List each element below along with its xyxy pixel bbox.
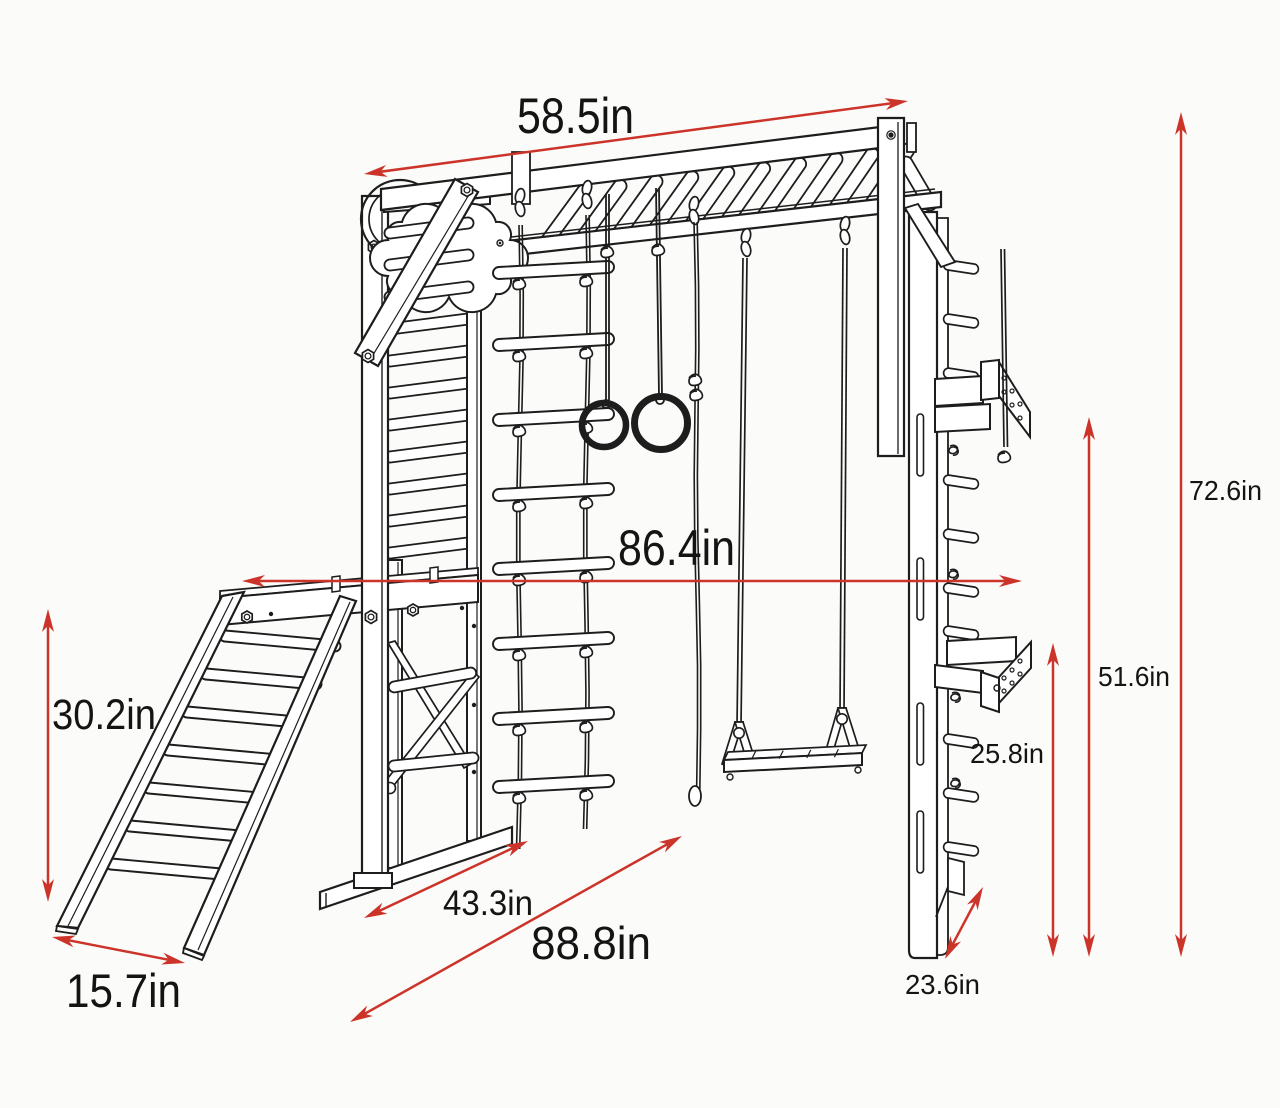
svg-text:23.6in: 23.6in <box>905 969 980 1000</box>
svg-text:58.5in: 58.5in <box>517 88 634 144</box>
svg-text:30.2in: 30.2in <box>52 692 156 739</box>
svg-text:88.8in: 88.8in <box>531 917 651 969</box>
svg-text:72.6in: 72.6in <box>1189 475 1262 506</box>
svg-text:43.3in: 43.3in <box>443 884 533 923</box>
svg-text:86.4in: 86.4in <box>618 520 735 576</box>
svg-text:25.8in: 25.8in <box>970 738 1044 769</box>
svg-text:15.7in: 15.7in <box>66 964 181 1017</box>
svg-text:51.6in: 51.6in <box>1098 661 1170 692</box>
